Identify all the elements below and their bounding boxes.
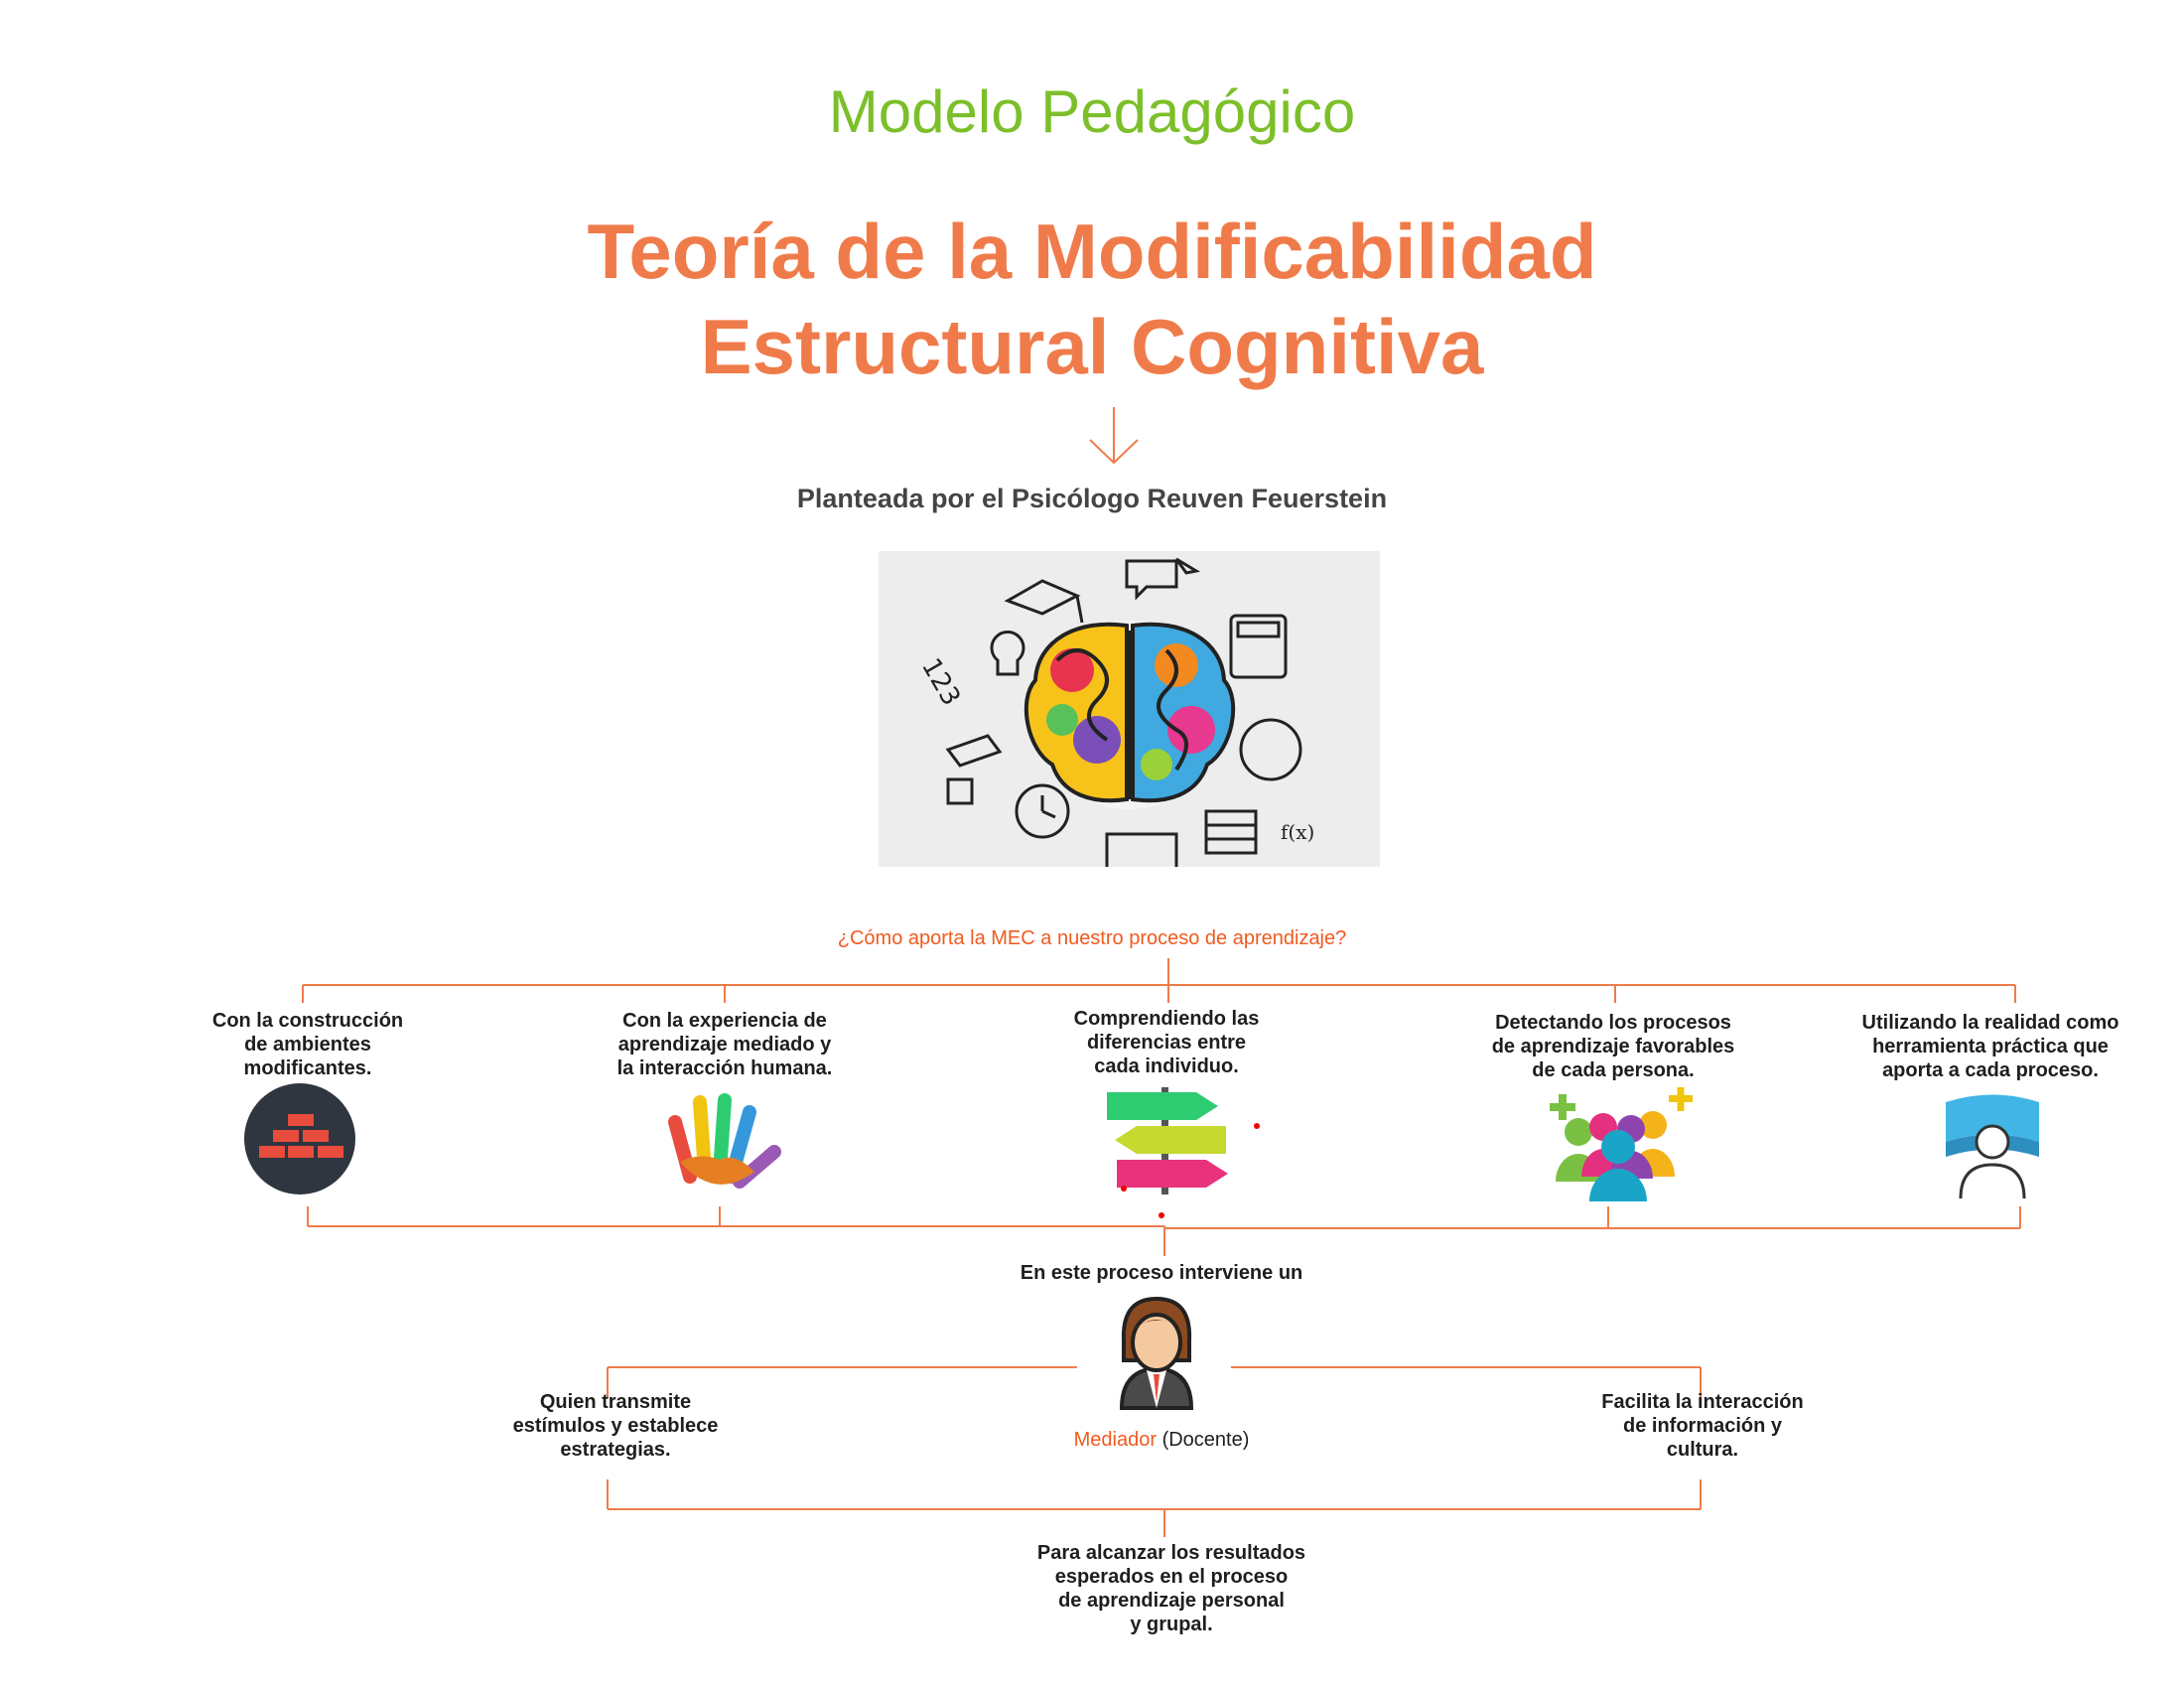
mediator-left-line: estrategias. — [560, 1439, 671, 1461]
down-arrow-head — [1089, 439, 1139, 465]
mediator-name: Mediador — [1073, 1429, 1157, 1451]
branch-4-line: de aprendizaje favorables — [1491, 1036, 1735, 1057]
author-line: Planteada por el Psicólogo Reuven Feuers… — [796, 484, 1388, 513]
branch-3-line: diferencias entre — [1086, 1032, 1247, 1054]
branch-4-text: Detectando los procesos de aprendizaje f… — [1469, 1011, 1757, 1082]
result-line: y grupal. — [1130, 1614, 1213, 1635]
branch-3-line: cada individuo. — [1094, 1055, 1239, 1077]
branch-5-line: aporta a cada proceso. — [1882, 1059, 2099, 1081]
page-title: Teoría de la Modificabilidad Estructural… — [0, 204, 2184, 394]
branch-5-line: Utilizando la realidad como — [1861, 1012, 2119, 1034]
mediator-label: Mediador (Docente) — [1032, 1428, 1291, 1452]
branch-5-text: Utilizando la realidad como herramienta … — [1832, 1011, 2149, 1082]
people-group-icon — [1550, 1087, 1693, 1201]
red-dot — [1121, 1186, 1127, 1192]
branch-4-line: de cada persona. — [1532, 1059, 1695, 1081]
svg-text:f(x): f(x) — [1281, 820, 1314, 844]
result-line: de aprendizaje personal — [1058, 1590, 1285, 1612]
branch-2-line: aprendizaje mediado y — [617, 1034, 832, 1055]
branch-1-text: Con la construcción de ambientes modific… — [179, 1009, 437, 1080]
mediator-left-line: estímulos y establece — [512, 1415, 719, 1437]
mediator-left-text: Quien transmite estímulos y establece es… — [486, 1390, 745, 1462]
branch-3-line: Comprendiendo las — [1073, 1008, 1260, 1030]
result-line: esperados en el proceso — [1054, 1566, 1289, 1588]
red-dot — [1159, 1212, 1164, 1218]
brain-icon: 123 f(x) — [915, 557, 1314, 867]
branch-1-line: modificantes. — [243, 1057, 372, 1079]
mediator-left-line: Quien transmite — [539, 1391, 692, 1413]
result-line: Para alcanzar los resultados — [1036, 1542, 1306, 1564]
brick-wall-icon — [244, 1083, 355, 1195]
mediator-role: (Docente) — [1161, 1429, 1250, 1451]
svg-text:123: 123 — [915, 653, 966, 711]
branch-4-line: Detectando los procesos — [1495, 1012, 1731, 1034]
branch-5-line: herramienta práctica que — [1872, 1036, 2109, 1057]
mediator-right-line: cultura. — [1666, 1439, 1739, 1461]
branch-2-text: Con la experiencia de aprendizaje mediad… — [596, 1009, 854, 1080]
branch-3-text: Comprendiendo las diferencias entre cada… — [1032, 1007, 1300, 1078]
signpost-arrows-icon — [1107, 1087, 1228, 1195]
mediator-right-line: de información y — [1622, 1415, 1783, 1437]
mediator-right-text: Facilita la interacción de información y… — [1573, 1390, 1832, 1462]
result-text: Para alcanzar los resultados esperados e… — [1023, 1541, 1320, 1636]
branch-2-line: Con la experiencia de — [622, 1010, 827, 1032]
question-heading: ¿Cómo aporta la MEC a nuestro proceso de… — [837, 927, 1347, 949]
mediator-intro: En este proceso interviene un — [1020, 1262, 1303, 1284]
subtitle: Modelo Pedagógico — [828, 78, 1356, 145]
branch-1-line: de ambientes — [244, 1034, 371, 1055]
brain-illustration: 123 f(x) — [879, 551, 1380, 867]
mediator-right-line: Facilita la interacción — [1601, 1391, 1804, 1413]
hands-icon — [668, 1093, 781, 1189]
title-line-1: Teoría de la Modificabilidad — [587, 208, 1597, 295]
branch-1-line: Con la construcción — [211, 1010, 404, 1032]
teacher-avatar-icon — [1119, 1296, 1194, 1410]
red-dot — [1254, 1123, 1260, 1129]
branch-2-line: la interacción humana. — [616, 1057, 833, 1079]
title-line-2: Estructural Cognitiva — [700, 303, 1484, 390]
virtual-reality-person-icon — [1946, 1094, 2039, 1199]
